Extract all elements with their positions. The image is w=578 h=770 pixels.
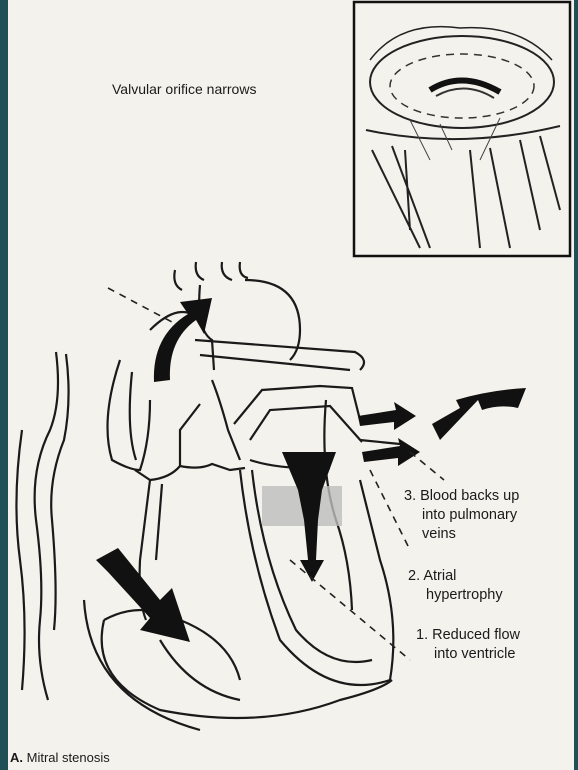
label-step-1-line-1: 1. Reduced flow: [416, 626, 576, 645]
label-step-1-line-2: into ventricle: [416, 645, 576, 664]
vena-cava: [16, 352, 68, 700]
label-step-2-line-1: 2. Atrial: [408, 567, 568, 586]
inset-title: Valvular orifice narrows: [112, 80, 256, 99]
label-step-2: 2. Atrial hypertrophy: [408, 567, 568, 605]
caption-text: Mitral stenosis: [27, 750, 110, 765]
label-step-3: 3. Blood backs up into pulmonary veins: [404, 487, 578, 544]
valve-inset: [354, 2, 570, 256]
heart-outline: [84, 262, 400, 730]
figure-caption: A. Mitral stenosis: [10, 748, 110, 767]
label-step-3-line-1: 3. Blood backs up: [404, 487, 578, 506]
label-step-2-line-2: hypertrophy: [408, 586, 568, 605]
label-step-3-line-3: veins: [404, 525, 578, 544]
label-step-1: 1. Reduced flow into ventricle: [416, 626, 576, 664]
caption-letter: A.: [10, 750, 23, 765]
label-step-3-line-2: into pulmonary: [404, 506, 578, 525]
inset-title-text: Valvular orifice narrows: [112, 80, 256, 99]
